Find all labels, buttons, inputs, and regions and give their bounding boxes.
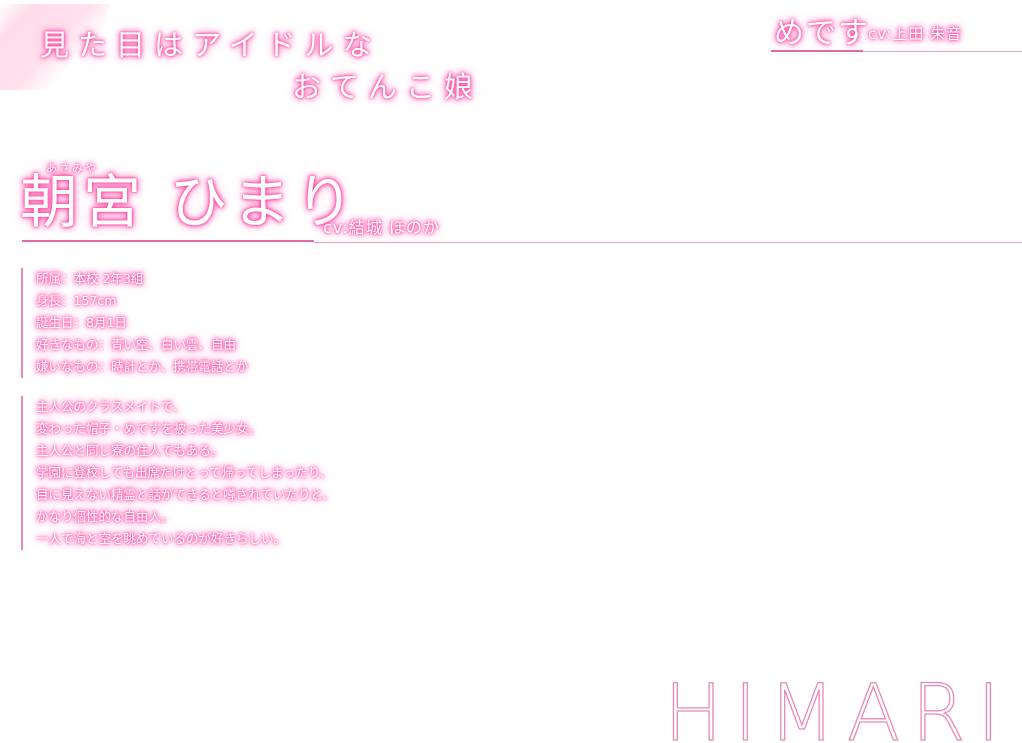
description-line: かなり個性的な自由人。: [36, 509, 174, 524]
name-underline-bold: [22, 240, 314, 242]
profile-affiliation: 所属：本校 2年3組: [36, 271, 144, 286]
profile-height: 身長：157cm: [36, 293, 117, 308]
profile-list: 所属：本校 2年3組 身長：157cm 誕生日：8月1日 好きなもの：青い空、白…: [21, 268, 436, 378]
description-block: 主人公のクラスメイトで、 変わった帽子・めですを被った美少女。 主人公と同じ寮の…: [21, 396, 496, 550]
description-line: 目に見えない精霊と話ができると噂されていたりと、: [36, 487, 335, 502]
tagline-line-2: おてんこ娘: [292, 70, 483, 104]
item-underline-thin: [863, 51, 1022, 52]
character-cv-label: cv:結城 ほのか: [323, 218, 440, 237]
description-line: 学園に登校しても出席だけとって帰ってしまったり、: [36, 465, 333, 480]
description-line: 主人公のクラスメイトで、: [36, 399, 186, 414]
roman-name: HIMARI: [664, 672, 1001, 743]
item-label: めです: [774, 16, 870, 51]
roman-name-text: HIMARI: [664, 672, 1000, 743]
name-underline-thin: [314, 242, 1022, 243]
profile-likes: 好きなもの：青い空、白い雲、自由: [36, 337, 237, 352]
profile-birthday: 誕生日：8月1日: [36, 315, 127, 330]
description-line: 主人公と同じ寮の住人でもある。: [36, 443, 224, 458]
character-name: 朝宮 ひまり: [20, 168, 359, 236]
description-line: 一人で海と空を眺めているのが好きらしい。: [36, 531, 287, 546]
profile-dislikes: 嫌いなもの：時計とか、携帯電話とか: [36, 359, 249, 374]
tagline-line-1: 見た目はアイドルな: [40, 28, 381, 62]
description-line: 変わった帽子・めですを被った美少女。: [36, 421, 262, 436]
name-ruby: あさみや: [46, 162, 98, 175]
item-underline-bold: [771, 50, 863, 52]
item-cv-label: cv:上田 朱音: [868, 25, 963, 43]
